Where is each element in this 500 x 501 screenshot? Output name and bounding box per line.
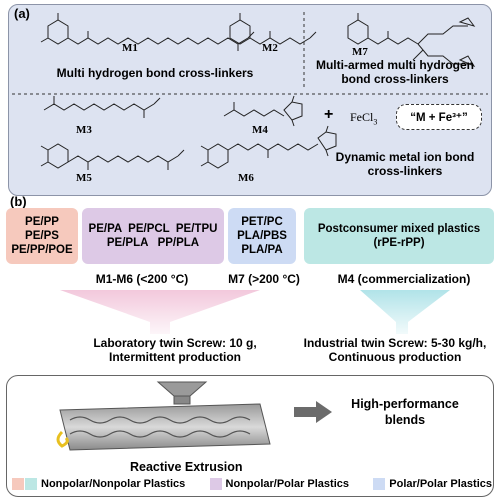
- m2-structure: [229, 13, 317, 45]
- condition-m4: M4 (commercialization): [337, 272, 471, 286]
- condition-m1-m6: M1-M6 (<200 °C): [95, 272, 189, 286]
- m6-structure: [200, 125, 337, 169]
- multi-hydrogen-caption: Multi hydrogen bond cross-linkers: [56, 66, 254, 80]
- panel-b-tag: (b): [10, 194, 27, 209]
- m5-label: M5: [76, 172, 92, 184]
- lab-twin-screw: Laboratory twin Screw: 10 g,Intermittent…: [93, 336, 257, 364]
- m7-label: M7: [352, 46, 368, 58]
- metal-complex-box: “M + Fe³⁺”: [396, 104, 482, 130]
- panel-a-structures: [12, 12, 488, 170]
- m3-label: M3: [76, 124, 92, 136]
- m5-structure: [40, 143, 185, 170]
- m4-label: M4: [252, 124, 268, 136]
- legend-item-nonpolar-polar: Nonpolar/Polar Plastics: [209, 478, 349, 490]
- legend: Nonpolar/Nonpolar Plastics Nonpolar/Pola…: [12, 478, 492, 490]
- m1-label: M1: [122, 42, 138, 54]
- legend-swatch-teal: [25, 478, 37, 490]
- m1-structure: [40, 13, 255, 51]
- reactive-extrusion-label: Reactive Extrusion: [130, 460, 243, 474]
- extruder-illustration: [56, 381, 271, 451]
- funnel-left: [60, 290, 260, 334]
- m6-label: M6: [238, 172, 254, 184]
- plus-sign: +: [324, 106, 334, 123]
- fecl3-label: FeCl3: [350, 110, 378, 127]
- legend-swatch-blue: [373, 478, 386, 490]
- postconsumer-box: Postconsumer mixed plastics(rPE-rPP): [304, 208, 494, 264]
- m7-structure: [347, 13, 476, 68]
- legend-item-nonpolar-nonpolar: Nonpolar/Nonpolar Plastics: [12, 478, 185, 490]
- condition-m7: M7 (>200 °C): [228, 272, 300, 286]
- legend-swatch-purple: [209, 478, 222, 490]
- panel-a-tag: (a): [14, 6, 30, 21]
- legend-item-polar-polar: Polar/Polar Plastics: [373, 478, 492, 490]
- output-arrow: [294, 401, 332, 423]
- industrial-twin-screw: Industrial twin Screw: 5-30 kg/h,Continu…: [303, 336, 487, 364]
- metal-caption-line2: cross-linkers: [367, 164, 443, 178]
- funnel-right: [360, 290, 450, 334]
- m4-structure: [223, 95, 303, 127]
- multi-armed-caption-line2: bond cross-linkers: [341, 72, 449, 86]
- legend-swatch-red: [12, 478, 24, 490]
- m2-label: M2: [262, 42, 278, 54]
- metal-caption-line1: Dynamic metal ion bond: [335, 150, 475, 164]
- funnel-arrows: [60, 290, 450, 334]
- m3-structure: [43, 96, 161, 118]
- multi-armed-caption-line1: Multi-armed multi hydrogen: [315, 58, 474, 72]
